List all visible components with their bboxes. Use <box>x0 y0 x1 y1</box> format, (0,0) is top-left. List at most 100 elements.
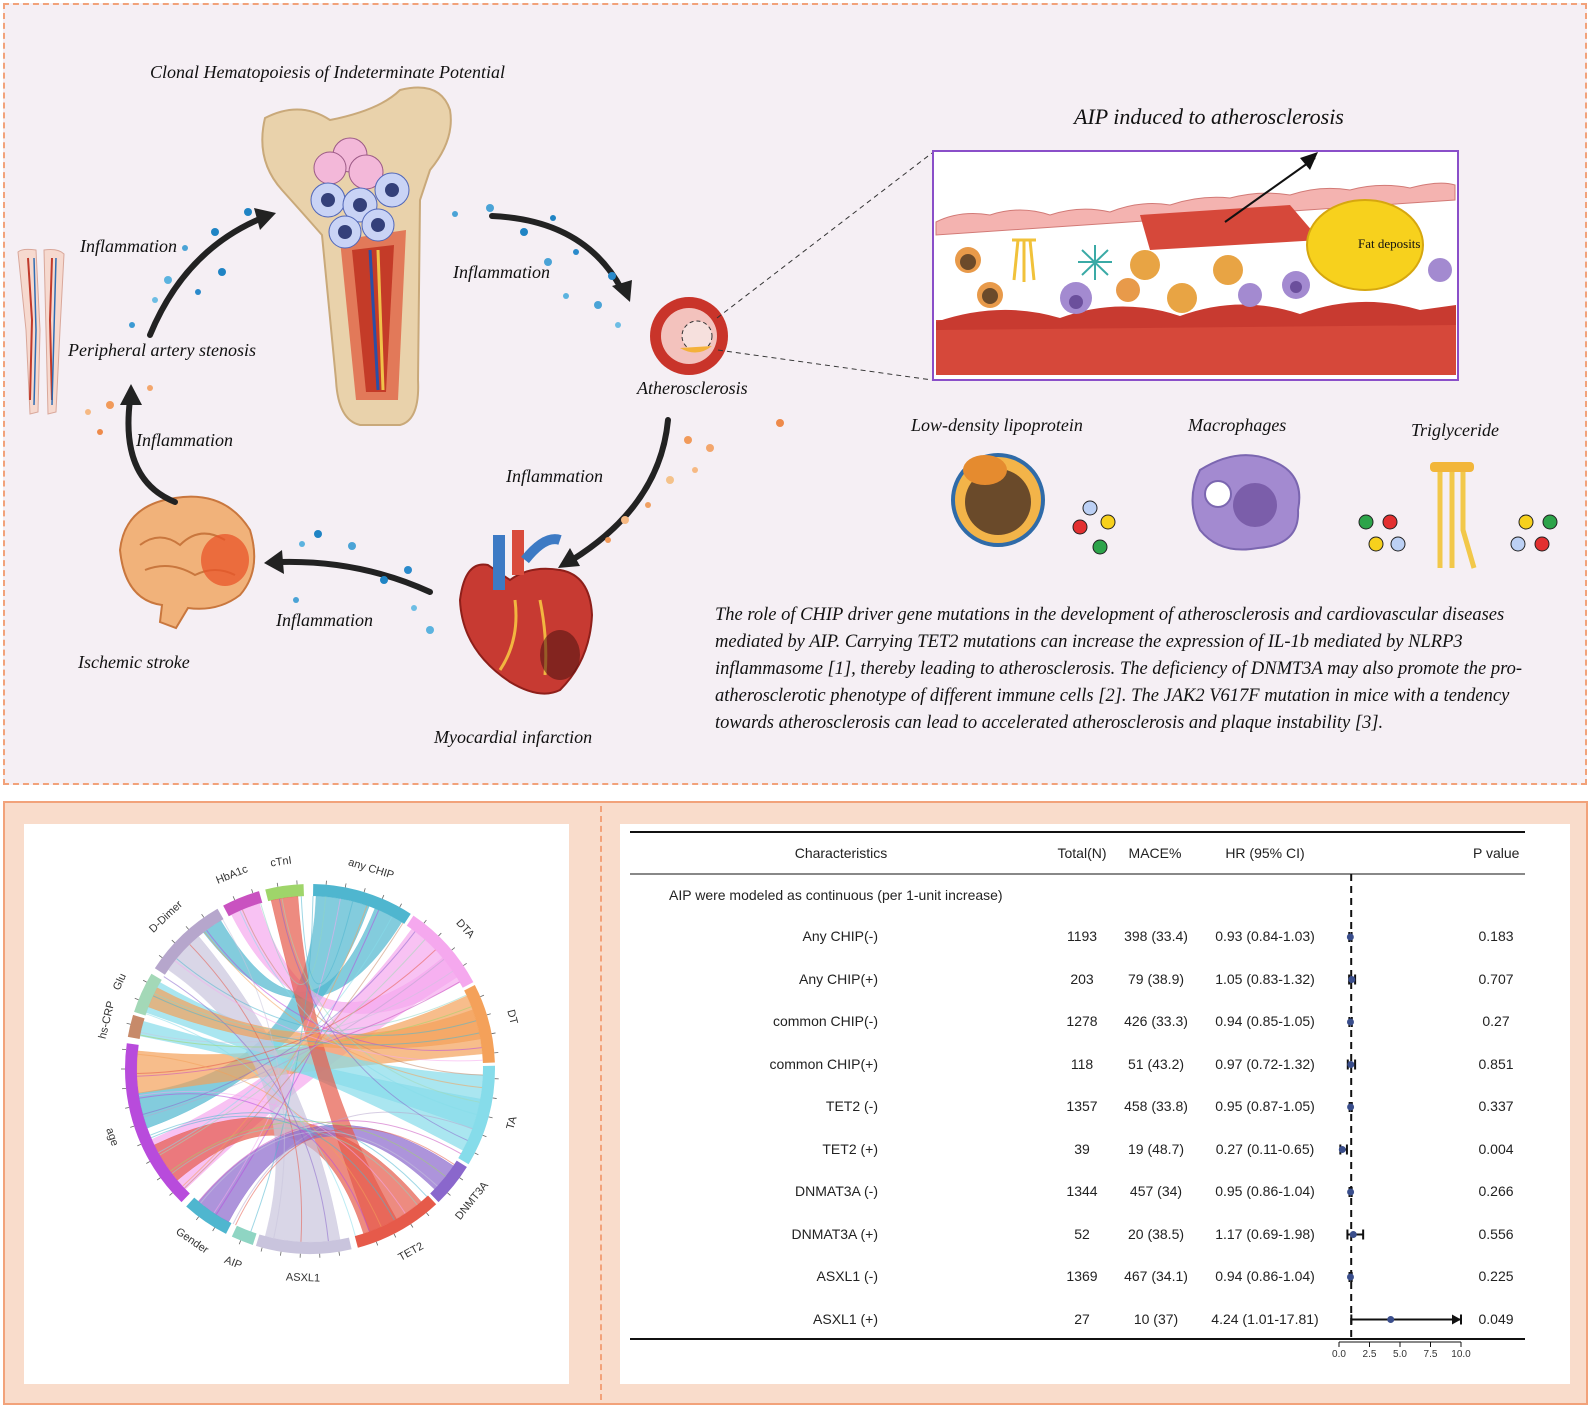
row-p: 0.225 <box>1478 1268 1514 1284</box>
chord-tick <box>482 1134 487 1138</box>
brain-illustration <box>118 495 256 630</box>
row-mace: 20 (38.5) <box>1127 1225 1185 1242</box>
chord-tick <box>185 926 189 930</box>
chord-tick <box>134 997 139 1001</box>
chord-tick <box>156 1177 161 1181</box>
chord-tick <box>381 894 385 899</box>
chord-sector <box>406 915 474 988</box>
peripheral-artery-label: Peripheral artery stenosis <box>68 340 256 360</box>
chord-tick <box>125 1107 130 1109</box>
chord-link-line <box>140 970 454 1043</box>
row-name: common CHIP(+) <box>769 1055 878 1072</box>
chord-tick <box>126 1022 131 1025</box>
chord-tick <box>393 1233 397 1238</box>
row-total: 1193 <box>1066 928 1098 944</box>
chord-tick <box>488 1116 493 1119</box>
chord-sector <box>458 1065 495 1165</box>
chord-link-line <box>241 909 483 1076</box>
header-hr: HR (95% CI) <box>1225 845 1305 861</box>
aip-title: AIP induced to atherosclerosis <box>1074 104 1344 129</box>
fat-deposits-label: Fat deposits <box>1358 236 1421 251</box>
chord-diagram <box>121 880 499 1258</box>
chord-sector <box>265 884 304 902</box>
chord-link-line <box>232 1111 473 1225</box>
row-total: 27 <box>1074 1310 1090 1327</box>
header-total: Total(N) <box>1057 845 1107 861</box>
chord-tick <box>451 947 456 951</box>
x-tick-label: 0.0 <box>1332 1349 1346 1360</box>
chord-tick <box>260 1247 263 1252</box>
cycle-illustration <box>17 86 1558 695</box>
row-p: 0.183 <box>1478 928 1514 944</box>
inflammation-label-2: Inflammation <box>453 262 550 282</box>
chord-link-line <box>300 896 354 985</box>
chord-link-line <box>281 898 480 1103</box>
chord-link-line <box>145 1013 356 1237</box>
group-label: AIP were modeled as continuous (per 1-un… <box>669 887 1003 903</box>
row-p: 0.851 <box>1478 1055 1514 1072</box>
row-hr: 0.94 (0.85-1.05) <box>1215 1013 1315 1029</box>
chord-sector-label: ASXL1 <box>285 1271 321 1285</box>
chord-link-line <box>204 931 483 1089</box>
chord-tick <box>492 1097 497 1099</box>
chip-title: Clonal Hematopoiesis of Indeterminate Po… <box>150 62 505 82</box>
macrophages-label: Macrophages <box>1188 415 1287 435</box>
zoom-line-bottom <box>717 349 933 381</box>
hr-point <box>1347 1103 1355 1111</box>
hr-point <box>1346 1018 1354 1026</box>
row-mace: 426 (33.3) <box>1124 1013 1188 1029</box>
row-mace: 79 (38.9) <box>1127 970 1185 987</box>
chord-tick <box>171 939 175 944</box>
chord-link-line <box>158 916 393 1154</box>
row-p: 0.004 <box>1478 1140 1514 1157</box>
chord-tick <box>491 1032 496 1035</box>
chord-link-line <box>139 1093 370 1232</box>
chord-ribbon <box>270 896 397 1232</box>
chord-tick <box>276 882 279 887</box>
chord-link-line <box>278 898 468 1141</box>
row-hr: 0.95 (0.87-1.05) <box>1215 1098 1315 1114</box>
hr-point <box>1349 1231 1357 1238</box>
chord-tick <box>146 1161 150 1164</box>
atherosclerosis-label: Atherosclerosis <box>637 378 748 398</box>
lipid-dots-middle <box>1358 514 1406 552</box>
chord-link-line <box>189 944 303 1242</box>
chord-tick <box>338 1251 340 1256</box>
chord-tick <box>232 896 236 901</box>
ci-whisker <box>1350 1314 1462 1325</box>
row-total: 52 <box>1074 1225 1090 1242</box>
chord-tick <box>463 962 467 966</box>
chord-tick <box>410 1223 414 1228</box>
chord-link-line <box>215 910 380 1215</box>
chord-tick <box>212 1227 216 1232</box>
chord-sector <box>154 908 224 975</box>
chord-tick <box>423 919 427 924</box>
chord-tick <box>480 994 485 998</box>
chord-sector <box>464 985 495 1063</box>
hr-point <box>1347 1061 1355 1068</box>
chord-link-line <box>222 919 285 1239</box>
hr-point <box>1338 1146 1346 1153</box>
chord-tick <box>158 954 163 958</box>
chord-sector <box>231 1225 257 1245</box>
chord-link-line <box>213 898 341 1214</box>
ldl-label: Low-density lipoprotein <box>911 415 1083 435</box>
chord-sector <box>125 1043 190 1203</box>
chord-link-line <box>140 1006 472 1048</box>
row-total: 203 <box>1070 970 1094 987</box>
row-name: TET2 (-) <box>825 1098 878 1114</box>
row-mace: 51 (43.2) <box>1127 1055 1185 1072</box>
chord-tick <box>474 1152 479 1156</box>
chord-tick <box>426 1212 430 1217</box>
row-hr: 0.95 (0.86-1.04) <box>1215 1183 1315 1199</box>
row-name: TET2 (+) <box>822 1140 878 1157</box>
zoom-line-top <box>716 152 933 319</box>
hr-point <box>1346 933 1354 941</box>
chord-sector <box>127 1014 145 1039</box>
artery-cross-section <box>650 297 728 375</box>
row-mace: 457 (34) <box>1129 1183 1183 1199</box>
chord-ribbon <box>148 987 481 1050</box>
row-hr: 4.24 (1.01-17.81) <box>1211 1310 1319 1327</box>
triglyceride-label: Triglyceride <box>1411 420 1499 440</box>
chord-tick <box>399 903 402 908</box>
